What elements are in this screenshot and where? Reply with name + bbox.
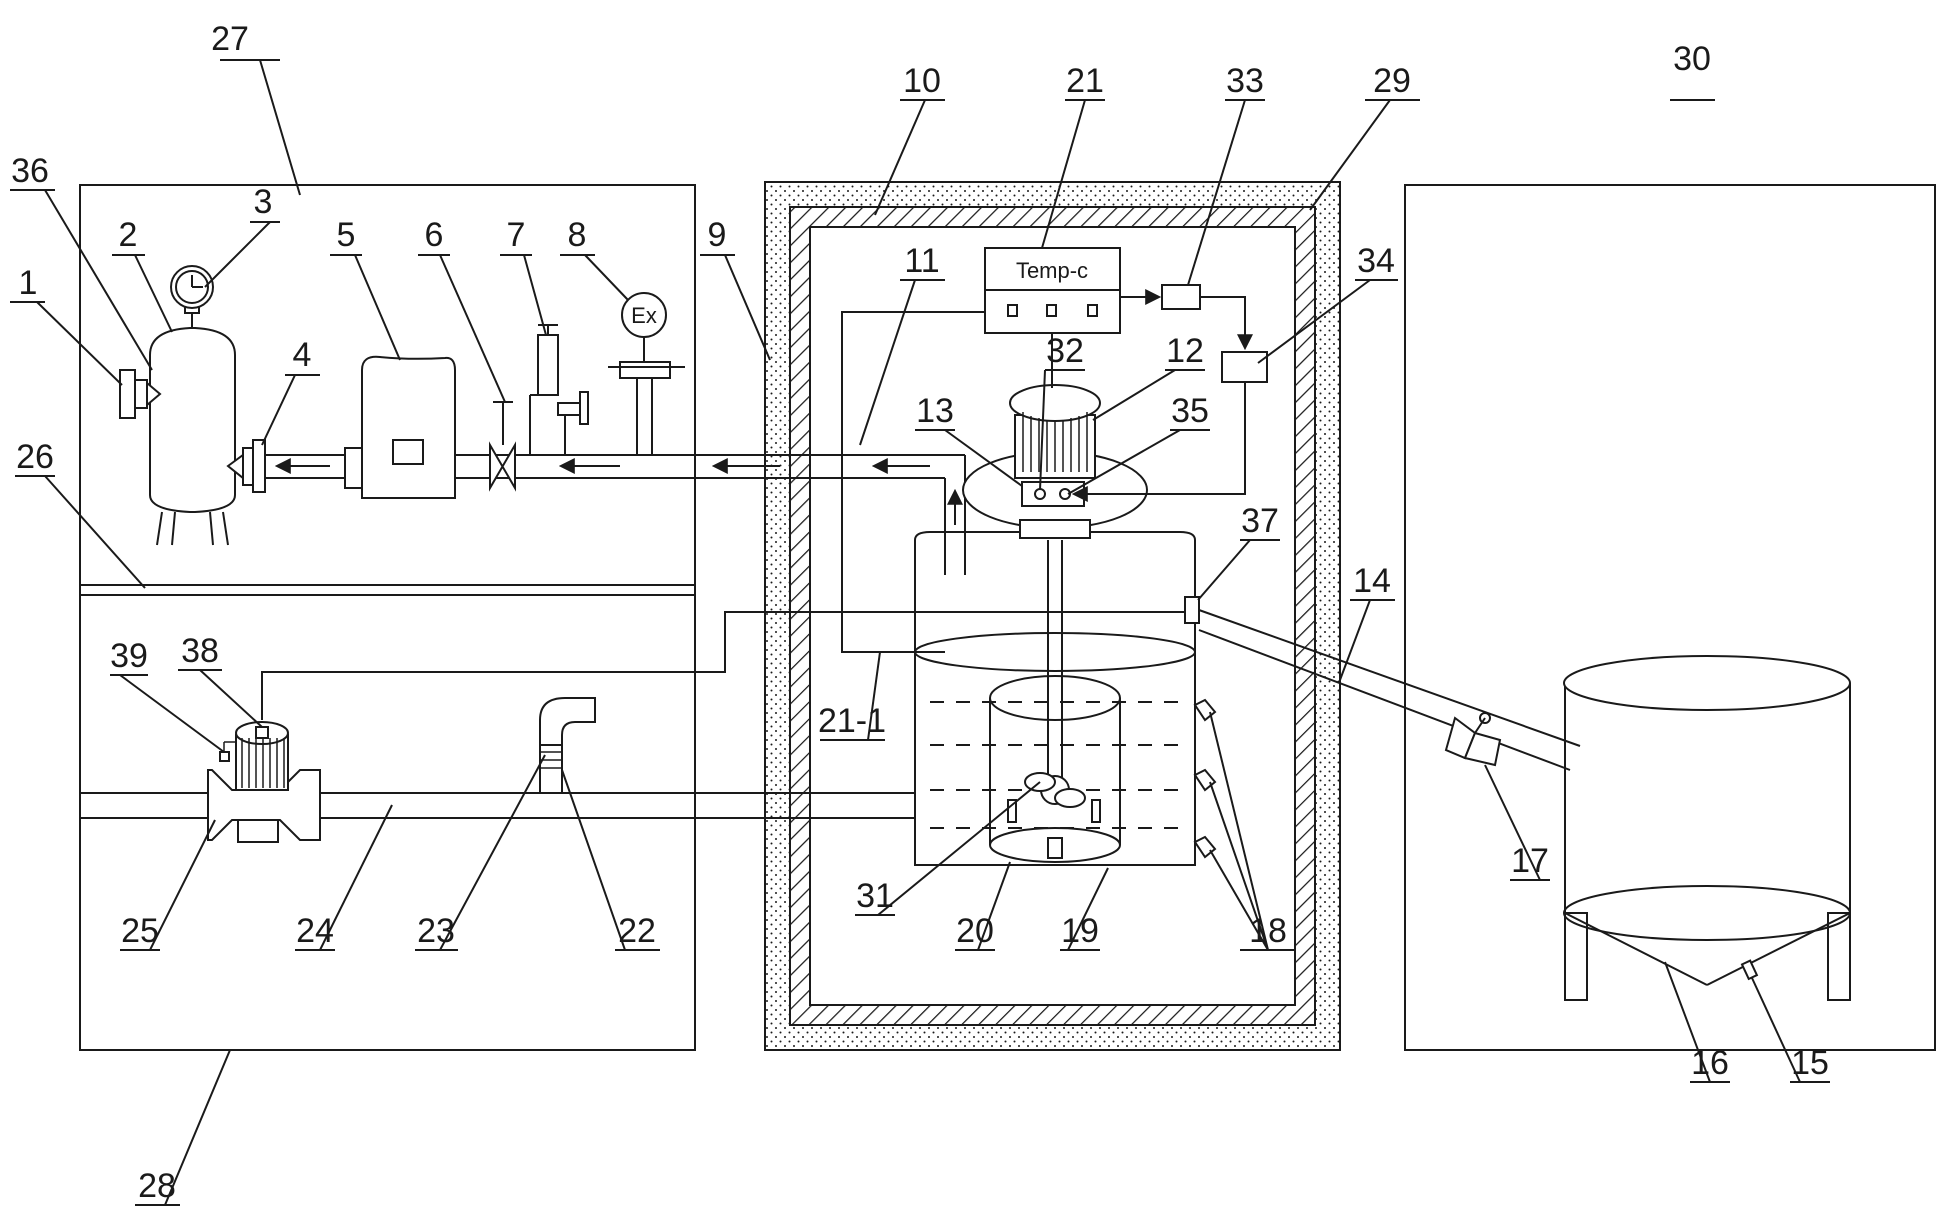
compressor-icon: [345, 357, 455, 498]
callout-6: 6: [425, 216, 444, 254]
explosion-detector: Ex: [608, 293, 685, 455]
check-valve-icon: [1446, 713, 1500, 765]
ex-gauge-label: Ex: [631, 303, 657, 328]
callout-20: 20: [956, 912, 994, 950]
callout-17: 17: [1511, 842, 1549, 880]
callout-26: 26: [16, 438, 54, 476]
flow-regulator-icon: [530, 325, 588, 455]
callout-13: 13: [916, 392, 954, 430]
collection-tank: [1564, 656, 1850, 1000]
callout-19: 19: [1061, 912, 1099, 950]
temp-controller-label: Temp-c: [1016, 258, 1088, 283]
callout-33: 33: [1226, 62, 1264, 100]
callout-1: 1: [19, 264, 38, 302]
callout-16: 16: [1691, 1044, 1729, 1082]
gas-storage-tank: [150, 307, 235, 545]
callout-22: 22: [618, 912, 656, 950]
signal-module-33: [1162, 285, 1200, 309]
left-room-enclosure: [80, 185, 695, 1050]
callout-29: 29: [1373, 62, 1411, 100]
callout-11: 11: [904, 242, 939, 280]
callout-21-1: 21-1: [818, 702, 886, 740]
callout-28: 28: [138, 1167, 176, 1205]
callout-34: 34: [1357, 242, 1395, 280]
signal-module-34: [1222, 352, 1267, 382]
callout-15: 15: [1791, 1044, 1829, 1082]
callout-2: 2: [119, 216, 138, 254]
transfer-pump-icon: [208, 722, 320, 842]
shutoff-valve-icon: [490, 402, 515, 488]
callout-10: 10: [903, 62, 941, 100]
callout-25: 25: [121, 912, 159, 950]
callout-30: 30: [1673, 40, 1711, 78]
callout-39: 39: [110, 637, 148, 675]
callout-27: 27: [211, 20, 249, 58]
callout-18: 18: [1249, 912, 1287, 950]
callout-36: 36: [11, 152, 49, 190]
callout-9: 9: [708, 216, 727, 254]
right-room-enclosure: [1405, 185, 1935, 1050]
callout-7: 7: [507, 216, 526, 254]
callout-8: 8: [568, 216, 587, 254]
callout-23: 23: [417, 912, 455, 950]
callout-21: 21: [1066, 62, 1104, 100]
callout-12: 12: [1166, 332, 1204, 370]
callout-4: 4: [293, 336, 312, 374]
pressure-gauge-icon: [171, 266, 213, 308]
callout-37: 37: [1241, 502, 1279, 540]
callout-31: 31: [856, 877, 894, 915]
callout-5: 5: [337, 216, 356, 254]
callout-32: 32: [1046, 332, 1084, 370]
elbow-inlet-icon: [540, 698, 595, 793]
callout-3: 3: [254, 183, 273, 221]
callout-24: 24: [296, 912, 334, 950]
callout-35: 35: [1171, 392, 1209, 430]
callout-14: 14: [1353, 562, 1391, 600]
callout-38: 38: [181, 632, 219, 670]
